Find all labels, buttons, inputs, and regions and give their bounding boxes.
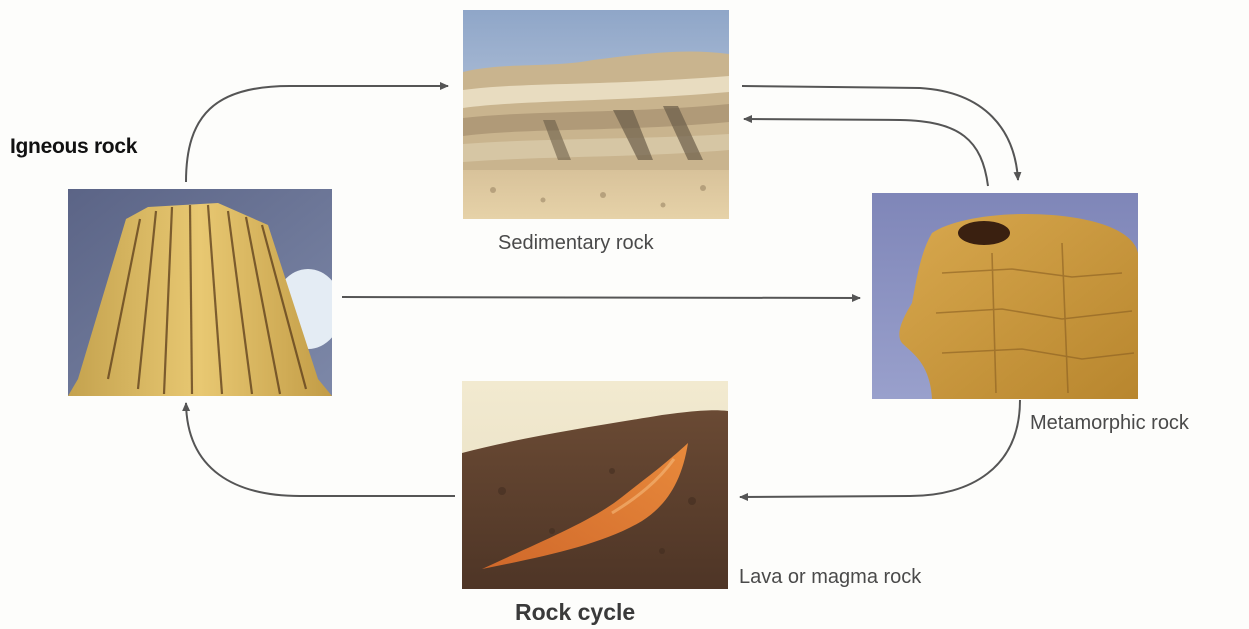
arrow-metamorphic-to-lava (740, 400, 1020, 497)
arrow-sedimentary-to-metamorphic (742, 86, 1018, 180)
arrow-igneous-to-metamorphic (342, 297, 860, 298)
lava-rock-label: Lava or magma rock (739, 566, 921, 589)
arrow-lava-to-igneous (186, 403, 455, 496)
arrow-metamorphic-to-sedimentary (744, 119, 988, 186)
igneous-rock-label: Igneous rock (10, 135, 137, 159)
arrow-igneous-to-sedimentary (186, 86, 448, 182)
sedimentary-rock-label: Sedimentary rock (498, 232, 654, 255)
igneous-rock-photo (68, 189, 332, 396)
metamorphic-rock-photo (872, 193, 1138, 399)
sedimentary-rock-photo (463, 10, 729, 219)
lava-rock-photo (462, 381, 728, 589)
metamorphic-rock-label: Metamorphic rock (1030, 412, 1189, 435)
diagram-title: Rock cycle (515, 599, 635, 626)
